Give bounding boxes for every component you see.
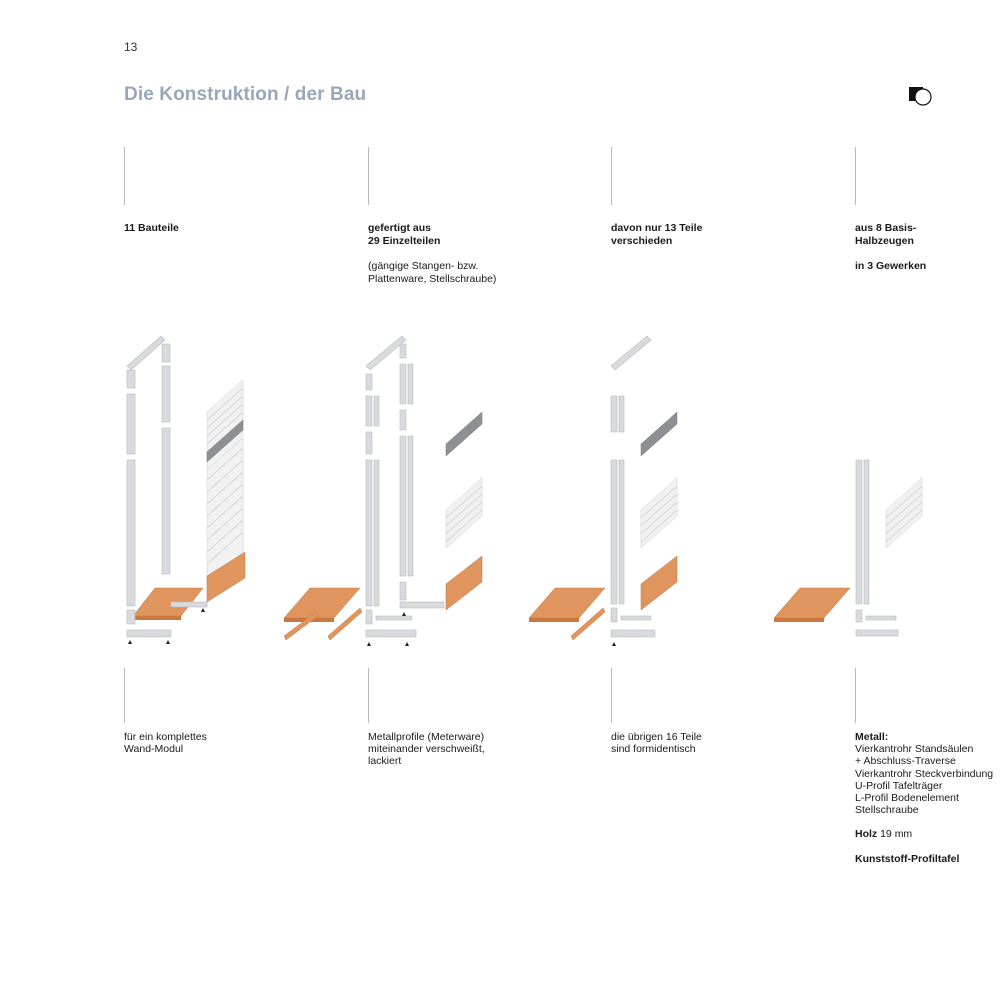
material-item: L-Profil Bodenelement	[855, 792, 959, 805]
column-subtext: (gängige Stangen- bzw. Plattenware, Stel…	[368, 260, 496, 285]
profile-panel	[445, 477, 483, 549]
material-item: Stellschraube	[855, 804, 919, 817]
material-item: Vierkantrohr Standsäulen	[855, 743, 974, 756]
caption-line: Wand-Modul	[124, 743, 184, 756]
subtext-line: in 3 Gewerken	[855, 260, 927, 272]
material-title-wood: Holz	[855, 828, 878, 841]
profile-panel	[640, 477, 678, 549]
heading-line: davon nur 13 Teile	[611, 222, 703, 234]
illustration-single-parts	[283, 335, 483, 646]
heading-line: 11 Bauteile	[124, 222, 179, 234]
column-heading: gefertigt aus 29 Einzelteilen	[368, 222, 440, 247]
square-circle-logo-icon	[909, 87, 932, 106]
column-caption: für ein komplettes Wand-Modul	[124, 731, 207, 755]
column-subtext: in 3 Gewerken	[855, 260, 926, 273]
heading-line: gefertigt aus	[368, 222, 432, 234]
divider-line	[368, 668, 369, 723]
column-caption: Metall: Vierkantrohr Standsäulen + Absch…	[855, 731, 993, 865]
column-heading: davon nur 13 Teile verschieden	[611, 222, 702, 247]
illustration-different-parts	[528, 335, 678, 646]
material-item: Vierkantrohr Steckverbindung	[855, 767, 994, 780]
caption-line: sind formidentisch	[611, 743, 696, 756]
material-title-plastic: Kunststoff-Profiltafel	[855, 852, 960, 865]
profile-panel-lower	[206, 437, 244, 585]
caption-line: Metallprofile (Meterware)	[368, 731, 485, 743]
heading-line: aus 8 Basis-	[855, 222, 917, 234]
illustration-base-parts	[773, 459, 923, 637]
material-item: U-Profil Tafelträger	[855, 779, 943, 792]
column-heading: aus 8 Basis- Halbzeugen	[855, 222, 916, 247]
heading-line: Halbzeugen	[855, 234, 914, 247]
caption-line: miteinander verschweißt,	[368, 743, 485, 756]
column-caption: Metallprofile (Meterware) miteinander ve…	[368, 731, 485, 768]
divider-line	[855, 668, 856, 723]
caption-line: lackiert	[368, 755, 402, 768]
page-title: Die Konstruktion / der Bau	[124, 84, 367, 105]
column-caption: die übrigen 16 Teile sind formidentisch	[611, 731, 702, 755]
caption-line: die übrigen 16 Teile	[611, 731, 702, 743]
caption-line: für ein komplettes	[124, 731, 207, 743]
material-item: + Abschluss-Traverse	[855, 755, 956, 768]
divider-line	[611, 668, 612, 723]
material-wood-value: 19 mm	[880, 828, 913, 841]
divider-line	[124, 147, 125, 205]
material-title-metal: Metall:	[855, 731, 889, 743]
subtext-line: Plattenware, Stellschraube)	[368, 272, 497, 285]
material-wood: Holz 19 mm	[855, 828, 993, 840]
column-heading: 11 Bauteile	[124, 222, 179, 235]
heading-line: 29 Einzelteilen	[368, 234, 441, 247]
divider-line	[368, 147, 369, 205]
profile-panel	[885, 477, 923, 549]
page-number: 13	[124, 40, 138, 54]
divider-line	[855, 147, 856, 205]
subtext-line: (gängige Stangen- bzw.	[368, 260, 479, 272]
divider-line	[124, 668, 125, 723]
divider-line	[611, 147, 612, 205]
heading-line: verschieden	[611, 234, 673, 247]
illustration-complete-module	[126, 335, 246, 644]
